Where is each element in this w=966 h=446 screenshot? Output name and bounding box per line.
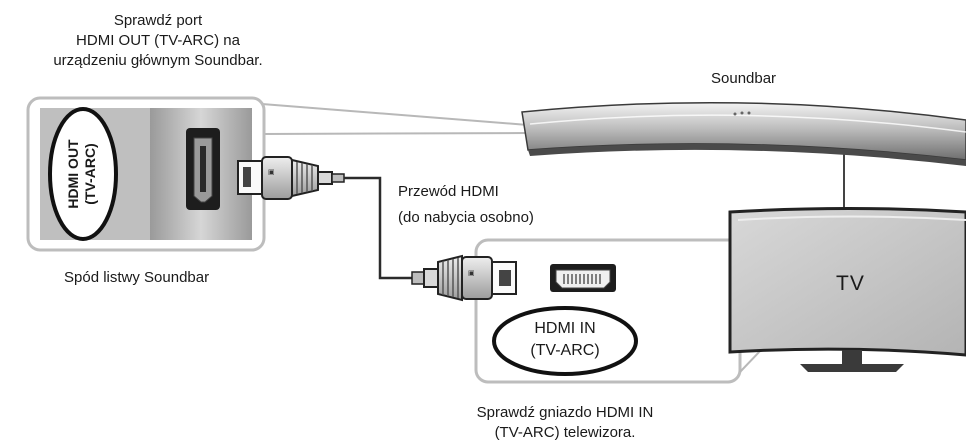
bottom-of-soundbar-label: Spód listwy Soundbar [64,269,210,286]
hdmi-in-port-icon [550,264,616,292]
soundbar-icon [521,101,966,166]
hdmi-out-label: HDMI OUT (TV-ARC) [65,139,98,209]
hdmi-in-oval [492,306,638,376]
svg-text:▣: ▣ [268,168,275,176]
tv-icon [728,207,966,372]
soundbar-label: Soundbar [711,70,777,87]
tv-label: TV [836,272,865,295]
hdmi-plug-soundbar-icon: ▣ [237,156,345,200]
hdmi-out-oval [48,107,118,241]
soundbar-callout-lines [261,103,529,135]
hdmi-cable [344,176,412,280]
svg-text:▣: ▣ [468,269,475,277]
hdmi-plug-tv-icon: ▣ [411,254,517,302]
check-jack-note: Sprawdź gniazdo HDMI IN (TV-ARC) telewiz… [476,404,654,441]
hdmi-cable-label: Przewód HDMI (do nabycia osobno) [398,183,534,226]
check-port-note: Sprawdź port HDMI OUT (TV-ARC) na urządz… [53,12,263,69]
hdmi-out-port-icon [186,128,220,210]
hdmi-in-label: HDMI IN (TV-ARC) [530,320,600,359]
